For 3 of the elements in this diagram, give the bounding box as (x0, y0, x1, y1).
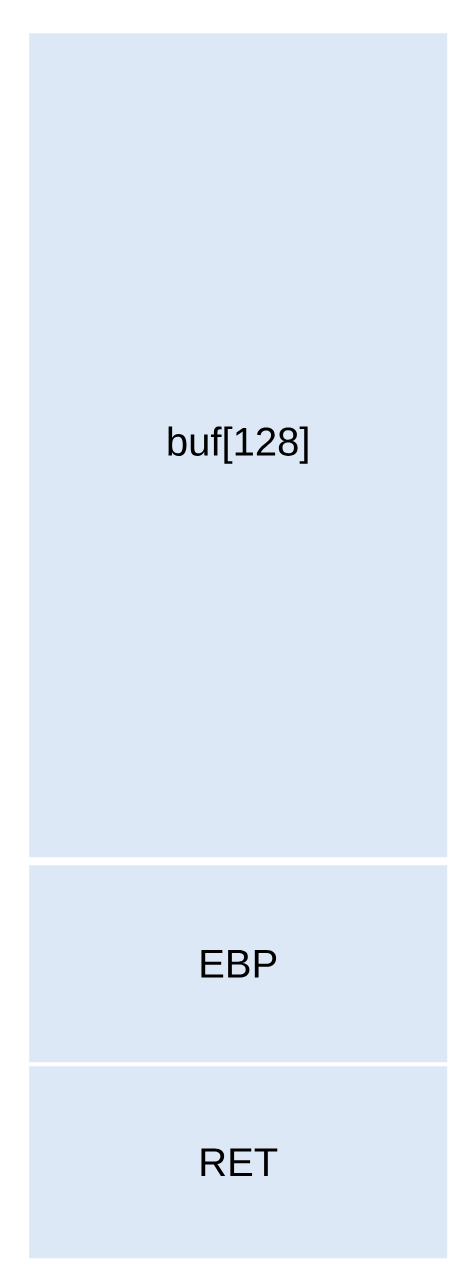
memory-block: RET (29, 1066, 448, 1259)
memory-block: EBP (29, 865, 448, 1063)
memory-block: buf[128] (29, 33, 448, 858)
